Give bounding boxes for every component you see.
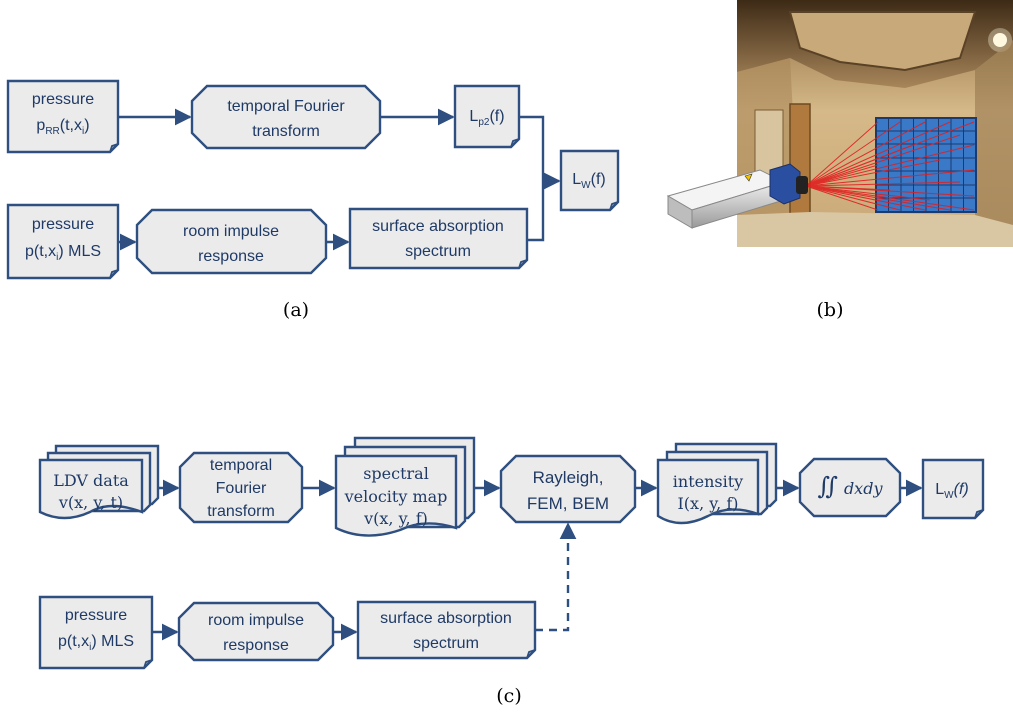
- b-room-photo: [666, 0, 1013, 247]
- c-solver-line1: Rayleigh,: [533, 468, 604, 487]
- a-room-impulse-line1: room impulse: [183, 223, 279, 240]
- c-temporal-line1: temporal: [210, 457, 272, 474]
- c-spectral-node: spectral velocity map v(x, y, f): [334, 436, 476, 537]
- a-lp2-node: Lp2(f): [453, 84, 521, 149]
- c-ldv-node: LDV data v(x, y, t): [38, 444, 160, 520]
- a-temporal-fourier-line2: transform: [252, 123, 320, 140]
- a-room-impulse-node: room impulse response: [135, 208, 328, 275]
- c-ldv-line2: v(x, y, t): [58, 493, 123, 512]
- a-pressure-mls-line2: p(t,xi) MLS: [25, 243, 101, 263]
- a-surface-absorption-node: surface absorption spectrum: [348, 207, 529, 270]
- a-pressure-mls-line1: pressure: [32, 216, 94, 233]
- a-temporal-fourier-line1: temporal Fourier: [227, 98, 345, 115]
- c-intensity-line1: intensity: [673, 472, 743, 491]
- c-room-impulse-line1: room impulse: [208, 612, 304, 629]
- c-surface-absorption-line2: spectrum: [413, 635, 479, 652]
- c-temporal-line3: transform: [207, 503, 275, 520]
- b-laser-beams: [805, 121, 975, 211]
- c-spectral-line2: velocity map: [344, 487, 448, 506]
- a-temporal-fourier-node: temporal Fourier transform: [190, 84, 382, 150]
- c-edge-abs-to-solver-dashed: [535, 522, 577, 632]
- c-integral-node: ∬dxdy: [798, 457, 902, 518]
- c-temporal-fourier-node: temporal Fourier transform: [178, 451, 304, 524]
- a-pressure-rr-line1: pressure: [32, 91, 94, 108]
- a-caption: (a): [283, 299, 309, 321]
- c-lw-node: LW(f): [921, 458, 985, 520]
- a-room-impulse-line2: response: [198, 248, 264, 265]
- a-lw-node: LW(f): [559, 149, 620, 212]
- b-laser-vibrometer: [666, 163, 808, 229]
- b-caption: (b): [817, 299, 844, 321]
- c-room-impulse-line2: response: [223, 637, 289, 654]
- c-spectral-line1: spectral: [363, 464, 429, 483]
- c-solver-line2: FEM, BEM: [527, 494, 609, 513]
- c-temporal-line2: Fourier: [216, 480, 267, 497]
- c-surface-absorption-node: surface absorption spectrum: [356, 600, 537, 660]
- c-room-impulse-node: room impulse response: [177, 601, 335, 662]
- c-solver-node: Rayleigh, FEM, BEM: [499, 454, 637, 524]
- c-spectral-line3: v(x, y, f): [363, 509, 428, 528]
- c-surface-absorption-line1: surface absorption: [380, 610, 512, 627]
- c-pressure-mls-line1: pressure: [65, 607, 127, 624]
- c-intensity-line2: I(x, y, f): [677, 494, 738, 513]
- c-ldv-line1: LDV data: [53, 471, 129, 490]
- c-integral-label: ∬dxdy: [818, 472, 884, 500]
- c-pressure-mls-line2: p(t,xi) MLS: [58, 633, 134, 653]
- c-lw-label: LW(f): [935, 481, 968, 501]
- a-pressure-rr-node: pressure pRR(t,xi): [6, 79, 120, 154]
- a-pressure-mls-node: pressure p(t,xi) MLS: [6, 203, 120, 280]
- a-lp2-label: Lp2(f): [469, 108, 504, 128]
- a-lw-label: LW(f): [572, 171, 605, 191]
- a-pressure-rr-line2: pRR(t,xi): [36, 117, 89, 137]
- a-surface-absorption-line2: spectrum: [405, 243, 471, 260]
- c-intensity-node: intensity I(x, y, f): [656, 442, 778, 525]
- c-pressure-mls-node: pressure p(t,xi) MLS: [38, 595, 154, 670]
- c-caption: (c): [496, 685, 521, 707]
- a-surface-absorption-line1: surface absorption: [372, 218, 504, 235]
- a-edge-merge: [519, 115, 545, 242]
